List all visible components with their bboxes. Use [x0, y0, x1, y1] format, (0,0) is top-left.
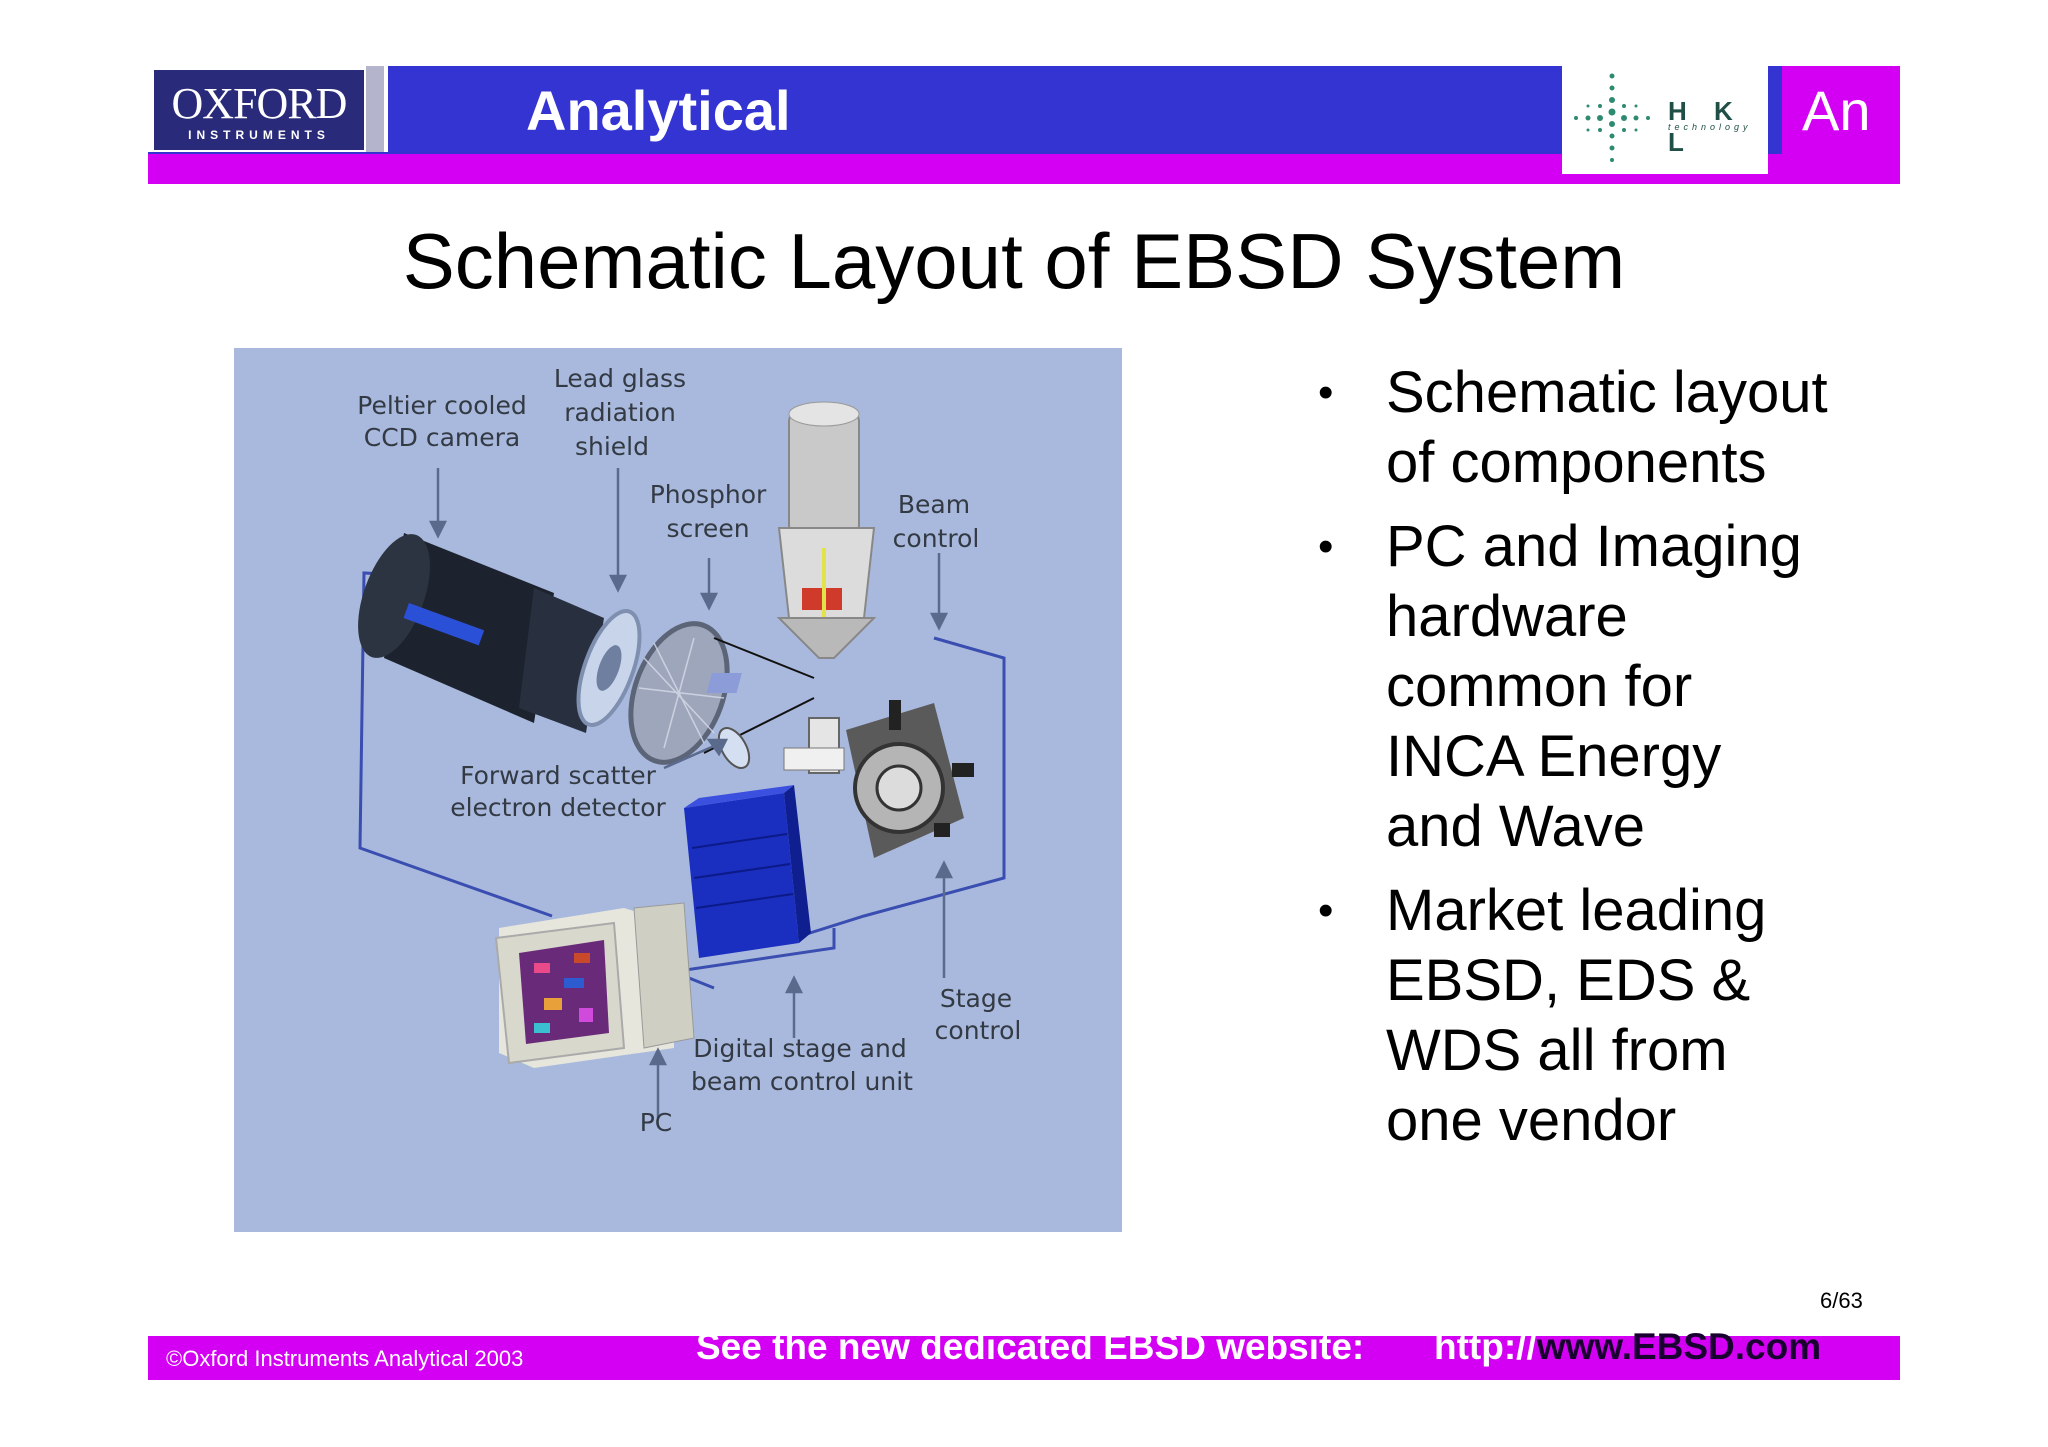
label-pc: PC: [640, 1108, 673, 1137]
label-stage-line1: Stage: [940, 984, 1012, 1013]
footer-bar: [148, 1336, 1900, 1380]
cable-beam: [793, 636, 1006, 940]
specimen-stage-shape: [706, 673, 974, 858]
label-beam-line2: control: [893, 524, 980, 553]
label-stage-line2: control: [935, 1016, 1022, 1045]
logo-separator: [366, 66, 384, 152]
label-ccd-line1: Peltier cooled: [357, 391, 526, 420]
bullet-list: • Schematic layout of components • PC an…: [1310, 358, 2010, 1170]
oxford-logo: OXFORD INSTRUMENTS: [148, 66, 388, 152]
electron-column-shape: [776, 401, 877, 659]
header-right-text: An: [1802, 79, 1871, 142]
footer-url-link[interactable]: http://www.EBSD.com: [1434, 1326, 1821, 1368]
bullet-dot-icon: •: [1318, 522, 1334, 571]
hkl-logo: H K L technology: [1562, 64, 1768, 174]
page-number: 6/63: [1820, 1288, 1863, 1313]
footer-copyright: ©Oxford Instruments Analytical 2003: [166, 1346, 524, 1371]
bullet-line: EBSD, EDS &: [1386, 948, 1751, 1013]
label-beam-line1: Beam: [898, 490, 970, 519]
bullet-item: • Schematic layout of components: [1310, 358, 2010, 498]
bullet-line: PC and Imaging: [1386, 514, 1802, 579]
bullet-line: and Wave: [1386, 794, 1645, 859]
slide-title-text: Schematic Layout of EBSD System: [402, 217, 1626, 305]
figure-background: [234, 348, 1122, 1232]
bullet-line: Schematic layout: [1386, 360, 1828, 425]
bullet-item: • Market leading EBSD, EDS & WDS all fro…: [1310, 876, 2010, 1156]
bullet-line: hardware: [1386, 584, 1628, 649]
header-title: Analytical: [526, 79, 791, 142]
label-lead-line2: radiation: [564, 398, 676, 427]
label-forward-line2: electron detector: [450, 793, 666, 822]
oxford-logo-word: OXFORD: [171, 79, 348, 128]
phosphor-screen-shape: [628, 621, 815, 765]
bullet-line: common for: [1386, 654, 1693, 719]
label-lead-line1: Lead glass: [554, 364, 686, 393]
label-phosphor-line2: screen: [666, 514, 749, 543]
oxford-logo-sub: INSTRUMENTS: [188, 128, 330, 142]
bullet-line: of components: [1386, 430, 1767, 495]
pc-shape: [494, 902, 695, 1068]
label-phosphor-line1: Phosphor: [650, 480, 767, 509]
slide-title: Schematic Layout of EBSD System: [0, 216, 2048, 307]
bullet-dot-icon: •: [1318, 368, 1334, 417]
bullet-dot-icon: •: [1318, 886, 1334, 935]
hkl-logo-text: H K L: [1668, 96, 1743, 157]
hkl-logo-sub: technology: [1668, 122, 1752, 132]
ccd-camera-shape: [358, 533, 642, 733]
control-unit-shape: [684, 785, 811, 958]
label-arrows: [428, 468, 954, 1118]
bullet-line: WDS all from: [1386, 1018, 1728, 1083]
footer-url-prefix: http://: [1434, 1326, 1537, 1367]
footer-website-text: See the new dedicated EBSD website:: [696, 1326, 1365, 1367]
bullet-line: Market leading: [1386, 878, 1767, 943]
header-right-block: [1782, 66, 1900, 154]
footer-url-main: www.EBSD.com: [1536, 1326, 1822, 1367]
label-lead-line3: shield: [575, 432, 649, 461]
bullet-item: • PC and Imaging hardware common for INC…: [1310, 512, 2010, 862]
forward-scatter-detector-shape: [717, 727, 751, 769]
label-digital-line1: Digital stage and: [693, 1034, 906, 1063]
bullet-line: INCA Energy: [1386, 724, 1722, 789]
label-ccd-line2: CCD camera: [364, 423, 521, 452]
hkl-dots-icon: [1574, 73, 1650, 162]
label-forward-line1: Forward scatter: [460, 761, 657, 790]
ebsd-schematic-figure: Peltier cooled CCD camera Lead glass rad…: [234, 348, 1122, 1232]
label-digital-line2: beam control unit: [691, 1067, 913, 1096]
bullet-line: one vendor: [1386, 1088, 1677, 1153]
